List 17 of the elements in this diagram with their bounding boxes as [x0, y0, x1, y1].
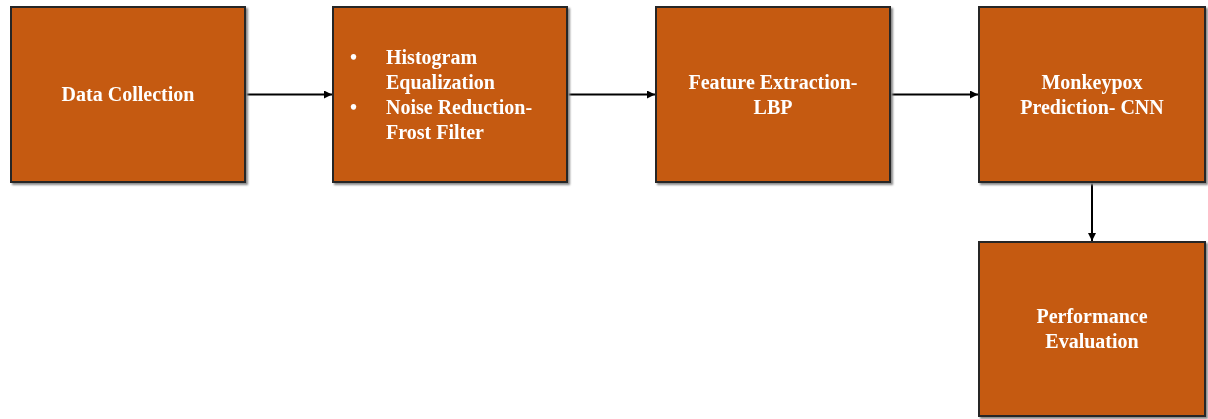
box-label: Data Collection [61, 82, 195, 107]
bullet-mark: • [350, 44, 358, 70]
process-box [10, 6, 246, 183]
bullet-item: Histogram Equalization [386, 44, 496, 95]
box-label: Feature Extraction-LBP [687, 69, 859, 120]
process-box [978, 6, 1206, 183]
process-box [978, 241, 1206, 417]
process-box [655, 6, 891, 183]
arrow [567, 90, 656, 99]
arrow [245, 90, 333, 99]
process-box [332, 6, 568, 183]
box-label: Performance Evaluation [1035, 304, 1149, 354]
bullet-mark: • [350, 94, 358, 120]
arrow [890, 90, 979, 99]
box-label: Monkeypox Prediction- CNN [1019, 69, 1165, 120]
arrow [1088, 182, 1096, 242]
bullet-item: Noise Reduction-Frost Filter [386, 94, 534, 145]
